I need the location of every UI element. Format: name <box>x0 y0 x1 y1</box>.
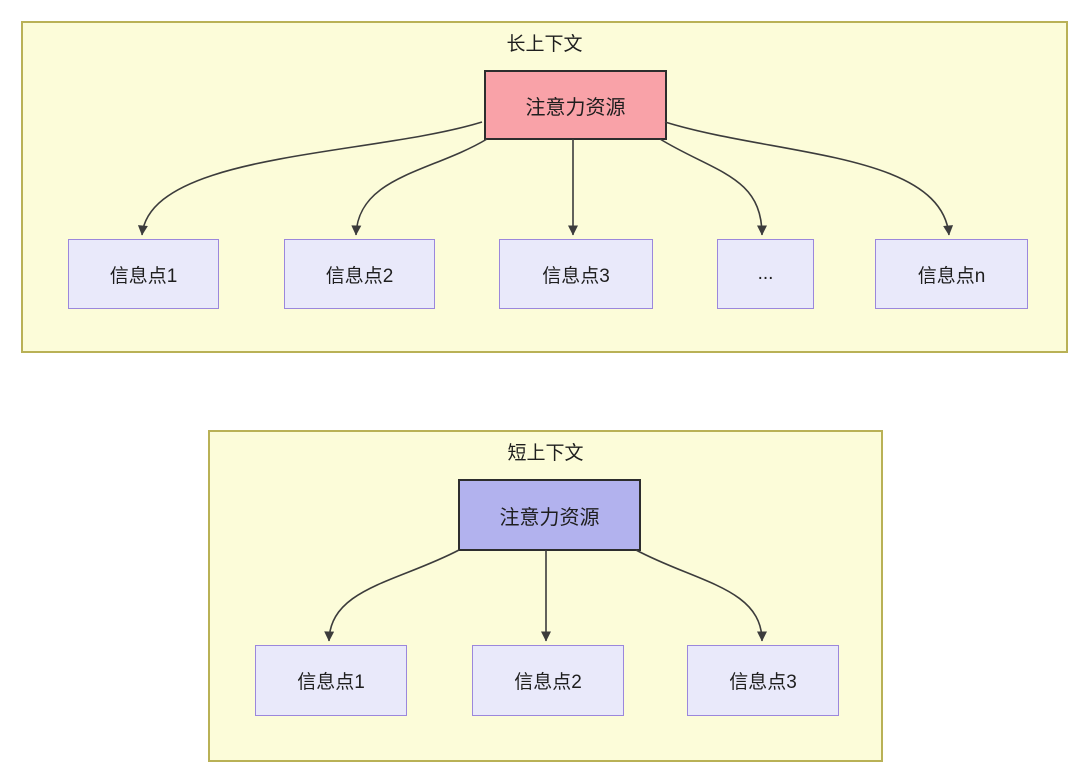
short-context-panel: 短上下文 注意力资源 信息点1 信息点2 信息点3 <box>208 430 883 762</box>
node-label: 注意力资源 <box>525 96 626 119</box>
node-label: 信息点3 <box>729 672 797 693</box>
info-point-node-1-long: 信息点1 <box>68 239 219 309</box>
long-context-panel: 长上下文 注意力资源 信息点1 信息点2 信息点3 ... 信息点n <box>21 21 1068 353</box>
node-label: 信息点2 <box>325 265 394 287</box>
info-point-node-n: 信息点n <box>875 239 1028 309</box>
attention-resources-node-long: 注意力资源 <box>484 70 667 140</box>
info-point-node-ellipsis: ... <box>717 239 814 309</box>
node-label: 信息点3 <box>542 265 610 287</box>
attention-resources-node-short: 注意力资源 <box>458 479 641 551</box>
node-label: 注意力资源 <box>499 506 600 529</box>
info-point-node-1-short: 信息点1 <box>255 645 407 716</box>
info-point-node-2-long: 信息点2 <box>284 239 435 309</box>
node-label: 信息点2 <box>514 672 582 693</box>
info-point-node-2-short: 信息点2 <box>472 645 624 716</box>
node-label: 信息点1 <box>109 265 178 287</box>
info-point-node-3-short: 信息点3 <box>687 645 839 716</box>
node-label: 信息点n <box>917 265 986 287</box>
node-label: ... <box>757 263 774 284</box>
long-context-title: 长上下文 <box>506 34 583 55</box>
short-context-title: 短上下文 <box>507 443 584 464</box>
node-label: 信息点1 <box>297 672 365 693</box>
info-point-node-3-long: 信息点3 <box>499 239 653 309</box>
